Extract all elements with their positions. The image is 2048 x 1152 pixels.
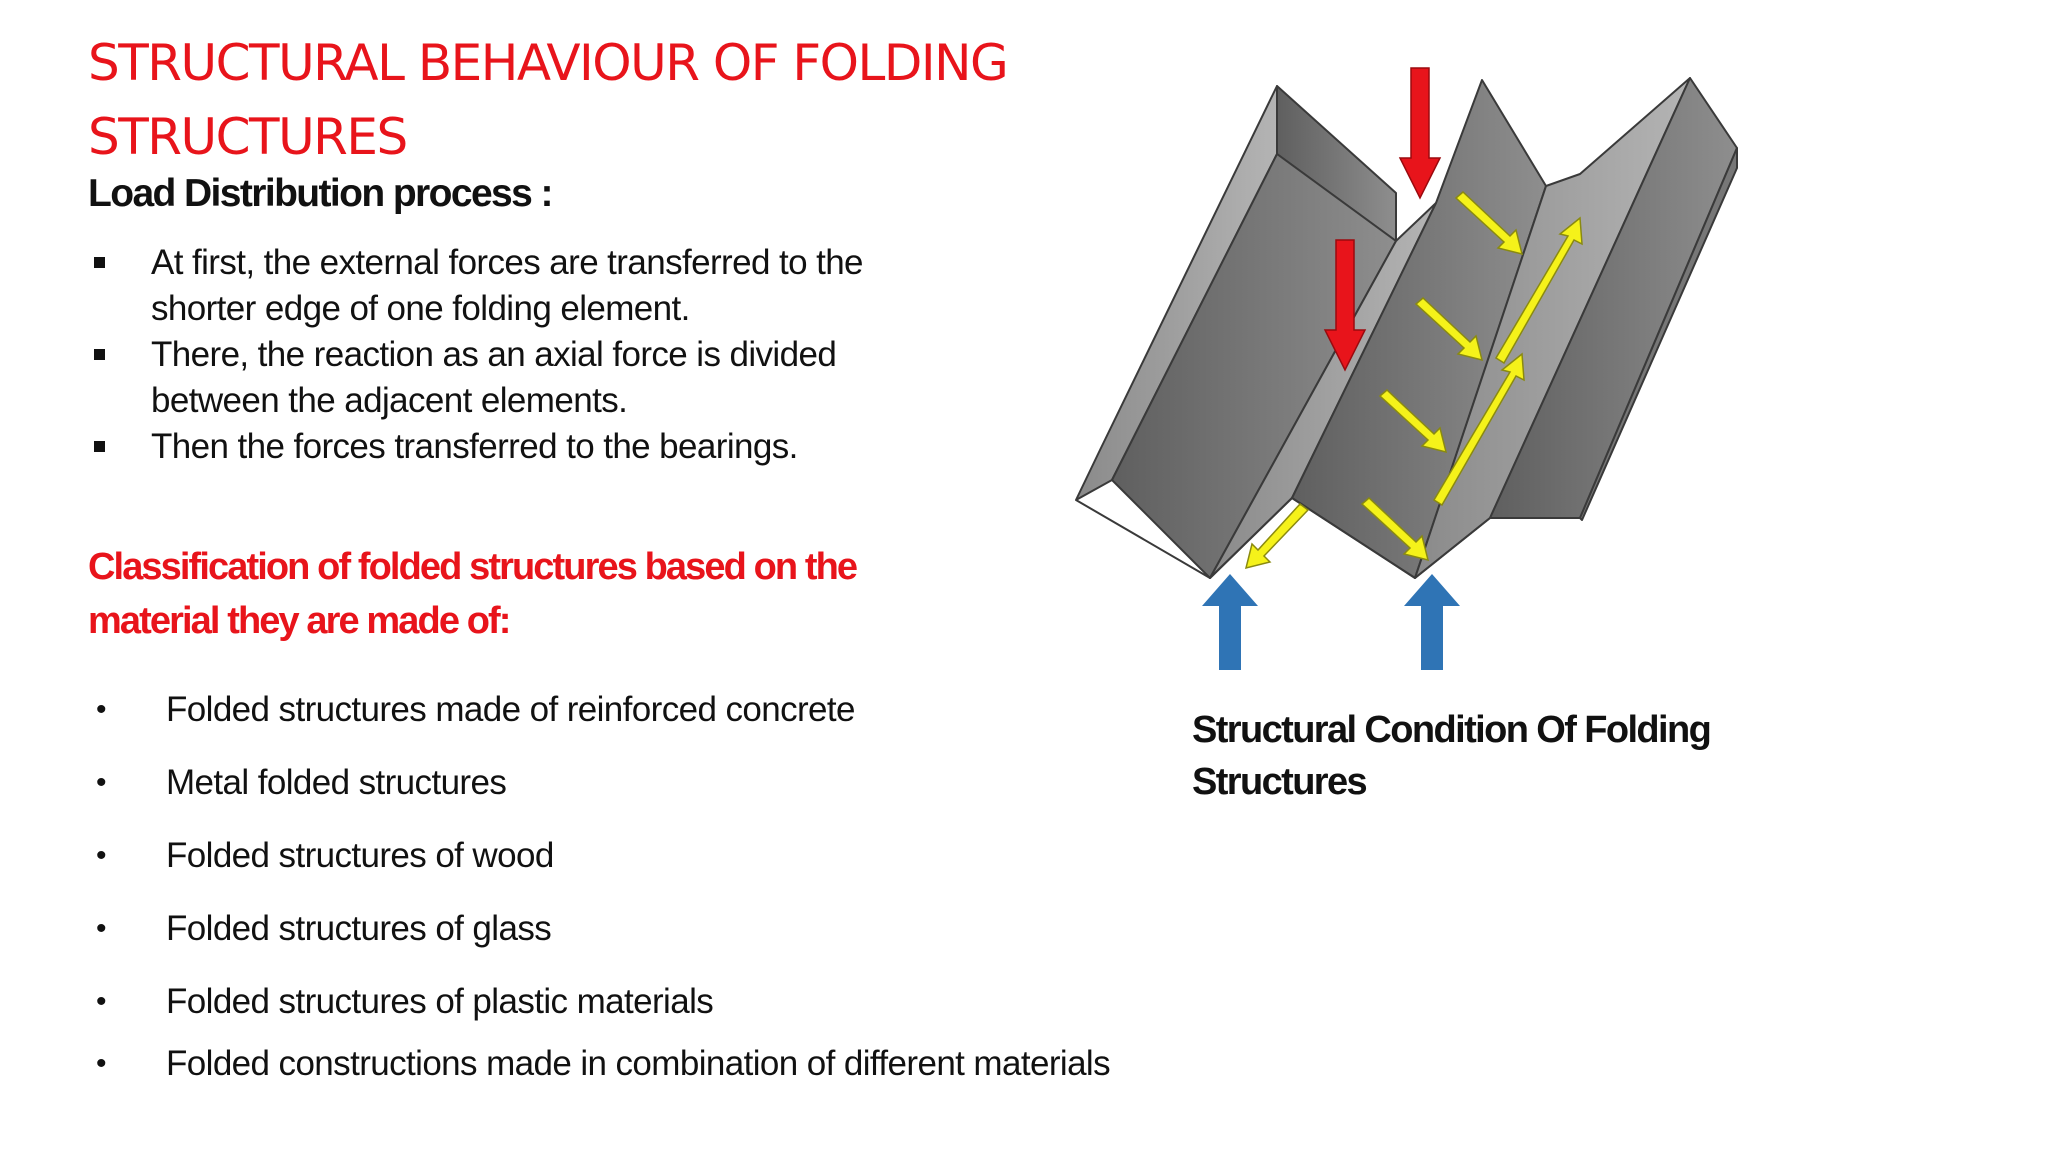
load-step-1-line-2: shorter edge of one folding element. bbox=[151, 289, 690, 328]
force-arrow-yellow-icon bbox=[1244, 502, 1310, 570]
slide-title-line-2: STRUCTURES bbox=[88, 108, 408, 166]
load-step-1-line-1: At first, the external forces are transf… bbox=[151, 243, 864, 282]
force-arrow-yellow-icon bbox=[1414, 296, 1484, 362]
square-bullet-icon bbox=[94, 349, 105, 360]
load-arrow-red-icon bbox=[1323, 239, 1367, 372]
bullet-icon: • bbox=[96, 985, 107, 1018]
load-arrows bbox=[1323, 67, 1442, 372]
force-arrow-yellow-icon bbox=[1494, 216, 1583, 365]
classification-heading-line-2: material they are made of: bbox=[88, 600, 511, 642]
fold-plate-right-2 bbox=[1579, 147, 1738, 521]
figure-caption: Structural Condition Of Folding Structur… bbox=[1192, 704, 1832, 808]
bullet-icon: • bbox=[96, 766, 107, 799]
figure-caption-line-1: Structural Condition Of Folding bbox=[1192, 709, 1712, 751]
bullet-icon: • bbox=[96, 912, 107, 945]
folded-plate-shape bbox=[1075, 77, 1738, 579]
square-bullet-icon bbox=[94, 441, 105, 452]
load-step-3: Then the forces transferred to the beari… bbox=[88, 424, 988, 470]
force-arrows bbox=[1244, 190, 1583, 570]
force-arrow-yellow-icon bbox=[1432, 352, 1525, 507]
load-step-2-line-1: There, the reaction as an axial force is… bbox=[151, 335, 837, 374]
slide-title-line-1: STRUCTURAL BEHAVIOUR OF FOLDING bbox=[88, 34, 1009, 92]
bullet-icon: • bbox=[96, 1047, 107, 1080]
slide-title: STRUCTURAL BEHAVIOUR OF FOLDING STRUCTUR… bbox=[88, 26, 1088, 174]
square-bullet-icon bbox=[94, 257, 105, 268]
support-arrows bbox=[1202, 574, 1460, 670]
classification-item-text: Folded structures of wood bbox=[166, 836, 554, 875]
classification-heading: Classification of folded structures base… bbox=[88, 540, 988, 648]
classification-item-text: Folded constructions made in combination… bbox=[166, 1044, 1111, 1083]
classification-item-text: Folded structures made of reinforced con… bbox=[166, 690, 856, 729]
classification-item-text: Folded structures of glass bbox=[166, 909, 552, 948]
load-step-2: There, the reaction as an axial force is… bbox=[88, 332, 988, 424]
load-arrow-red-icon bbox=[1398, 67, 1442, 200]
load-step-3-line-1: Then the forces transferred to the beari… bbox=[151, 427, 798, 466]
force-arrow-yellow-icon bbox=[1378, 388, 1448, 454]
load-distribution-heading: Load Distribution process : bbox=[88, 172, 553, 215]
load-step-1: At first, the external forces are transf… bbox=[88, 240, 988, 332]
bullet-icon: • bbox=[96, 693, 107, 726]
force-arrow-yellow-icon bbox=[1360, 496, 1430, 562]
folded-plate-diagram bbox=[1075, 67, 1738, 670]
bullet-icon: • bbox=[96, 839, 107, 872]
load-steps-list: At first, the external forces are transf… bbox=[88, 240, 988, 470]
force-arrow-yellow-icon bbox=[1454, 190, 1524, 256]
classification-item-text: Folded structures of plastic materials bbox=[166, 982, 714, 1021]
support-arrow-blue-icon bbox=[1202, 574, 1258, 670]
figure-caption-line-2: Structures bbox=[1192, 761, 1368, 803]
classification-item-text: Metal folded structures bbox=[166, 763, 507, 802]
load-step-2-line-2: between the adjacent elements. bbox=[151, 381, 628, 420]
support-arrow-blue-icon bbox=[1404, 574, 1460, 670]
classification-heading-line-1: Classification of folded structures base… bbox=[88, 546, 858, 588]
fold-bottom-edge bbox=[1075, 497, 1580, 579]
